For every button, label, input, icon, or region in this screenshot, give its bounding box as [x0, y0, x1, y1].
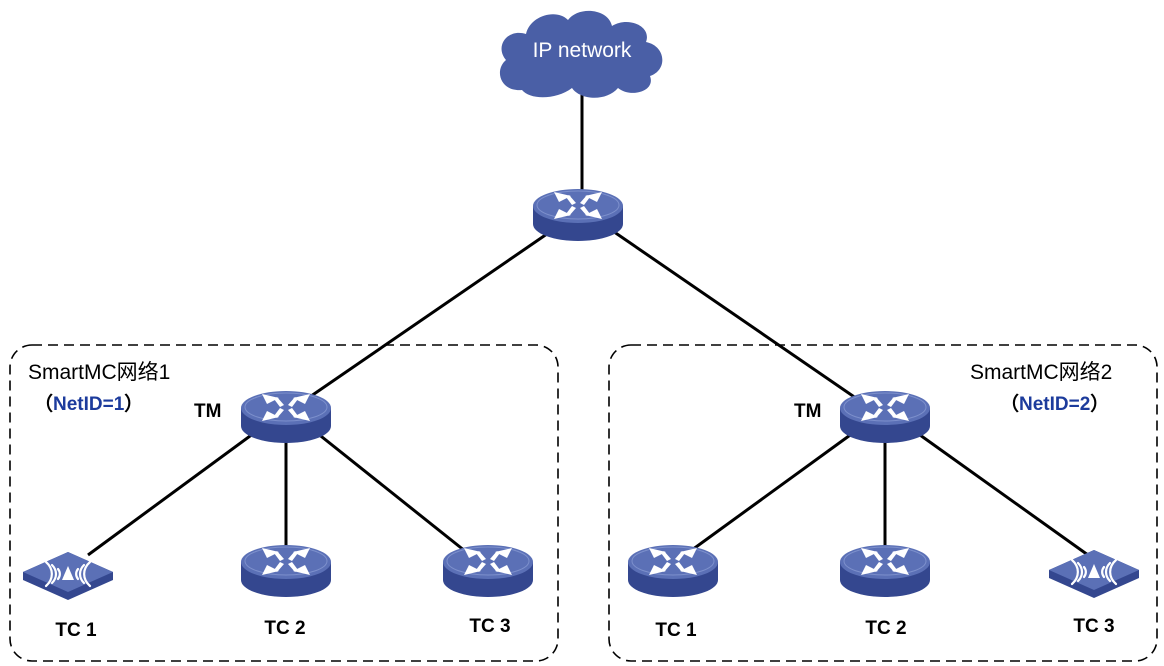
netid-open-paren: （	[34, 392, 53, 415]
network-1-tc2-label: TC 2	[264, 618, 305, 639]
network-2-master-switch-icon	[839, 390, 931, 444]
link-tm1-tc3	[306, 423, 471, 557]
network-2-tc1-label: TC 1	[655, 620, 697, 641]
network-2-tc3-label: TC 3	[1073, 616, 1114, 637]
link-tm2-tc3	[905, 423, 1089, 557]
network-2-tc2-label: TC 2	[865, 618, 906, 639]
link-core-tm2	[603, 223, 867, 407]
network-2-name: SmartMC网络2	[970, 361, 1112, 384]
netid-close-paren: ）	[124, 392, 143, 415]
network-1-netid-line: （NetID=1）	[34, 392, 143, 415]
cloud-label: IP network	[533, 39, 632, 62]
netid-close-paren: ）	[1090, 392, 1109, 415]
network-1-tc3-label: TC 3	[469, 616, 510, 637]
ip-network-cloud: IP network	[499, 10, 663, 98]
network-1-netid: NetID=1	[53, 394, 125, 415]
network-2: SmartMC网络2 （NetID=2） TM TC 1 TC 2 TC 3	[627, 361, 1141, 641]
network-1-master-label: TM	[194, 401, 221, 422]
network-1-tc1-access-point-icon	[21, 550, 115, 602]
network-2-netid: NetID=2	[1019, 394, 1090, 415]
network-1-tc2-switch-icon	[240, 544, 332, 598]
network-zone-2	[608, 344, 1158, 662]
network-1: SmartMC网络1 （NetID=1） TM TC 1 TC 2 TC 3	[21, 361, 534, 641]
network-1-master-switch-icon	[240, 390, 332, 444]
network-2-tc3-access-point-icon	[1047, 548, 1141, 600]
link-core-tm1	[297, 223, 561, 407]
link-tm1-tc1	[87, 423, 266, 557]
netid-open-paren: （	[1000, 392, 1019, 415]
network-2-netid-line: （NetID=2）	[1000, 392, 1109, 415]
network-1-tc1-label: TC 1	[55, 620, 97, 641]
network-1-name: SmartMC网络1	[28, 361, 170, 384]
network-2-tc1-switch-icon	[627, 544, 719, 598]
links	[87, 95, 1089, 557]
core-switch-icon	[532, 188, 624, 242]
network-1-tc3-switch-icon	[442, 544, 534, 598]
link-tm2-tc1	[684, 423, 865, 557]
network-zone-1	[9, 344, 559, 662]
network-2-master-label: TM	[794, 401, 821, 422]
network-2-tc2-switch-icon	[839, 544, 931, 598]
